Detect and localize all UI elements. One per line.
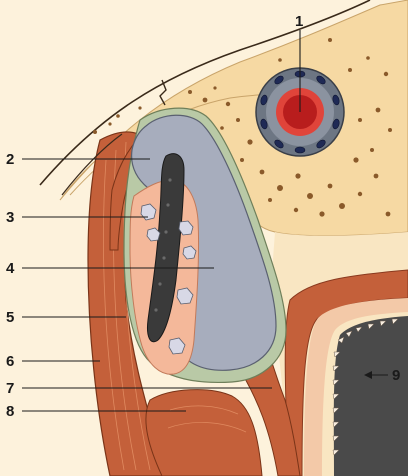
label-3: 3: [6, 209, 14, 226]
label-5: 5: [6, 309, 14, 326]
label-6: 6: [6, 353, 14, 370]
label-4: 4: [6, 260, 15, 277]
label-8: 8: [6, 403, 14, 420]
dark-cavity: [334, 316, 408, 476]
label-1: 1: [295, 13, 303, 30]
label-7: 7: [6, 380, 14, 397]
label-9: 9: [392, 367, 400, 384]
label-2: 2: [6, 151, 14, 168]
